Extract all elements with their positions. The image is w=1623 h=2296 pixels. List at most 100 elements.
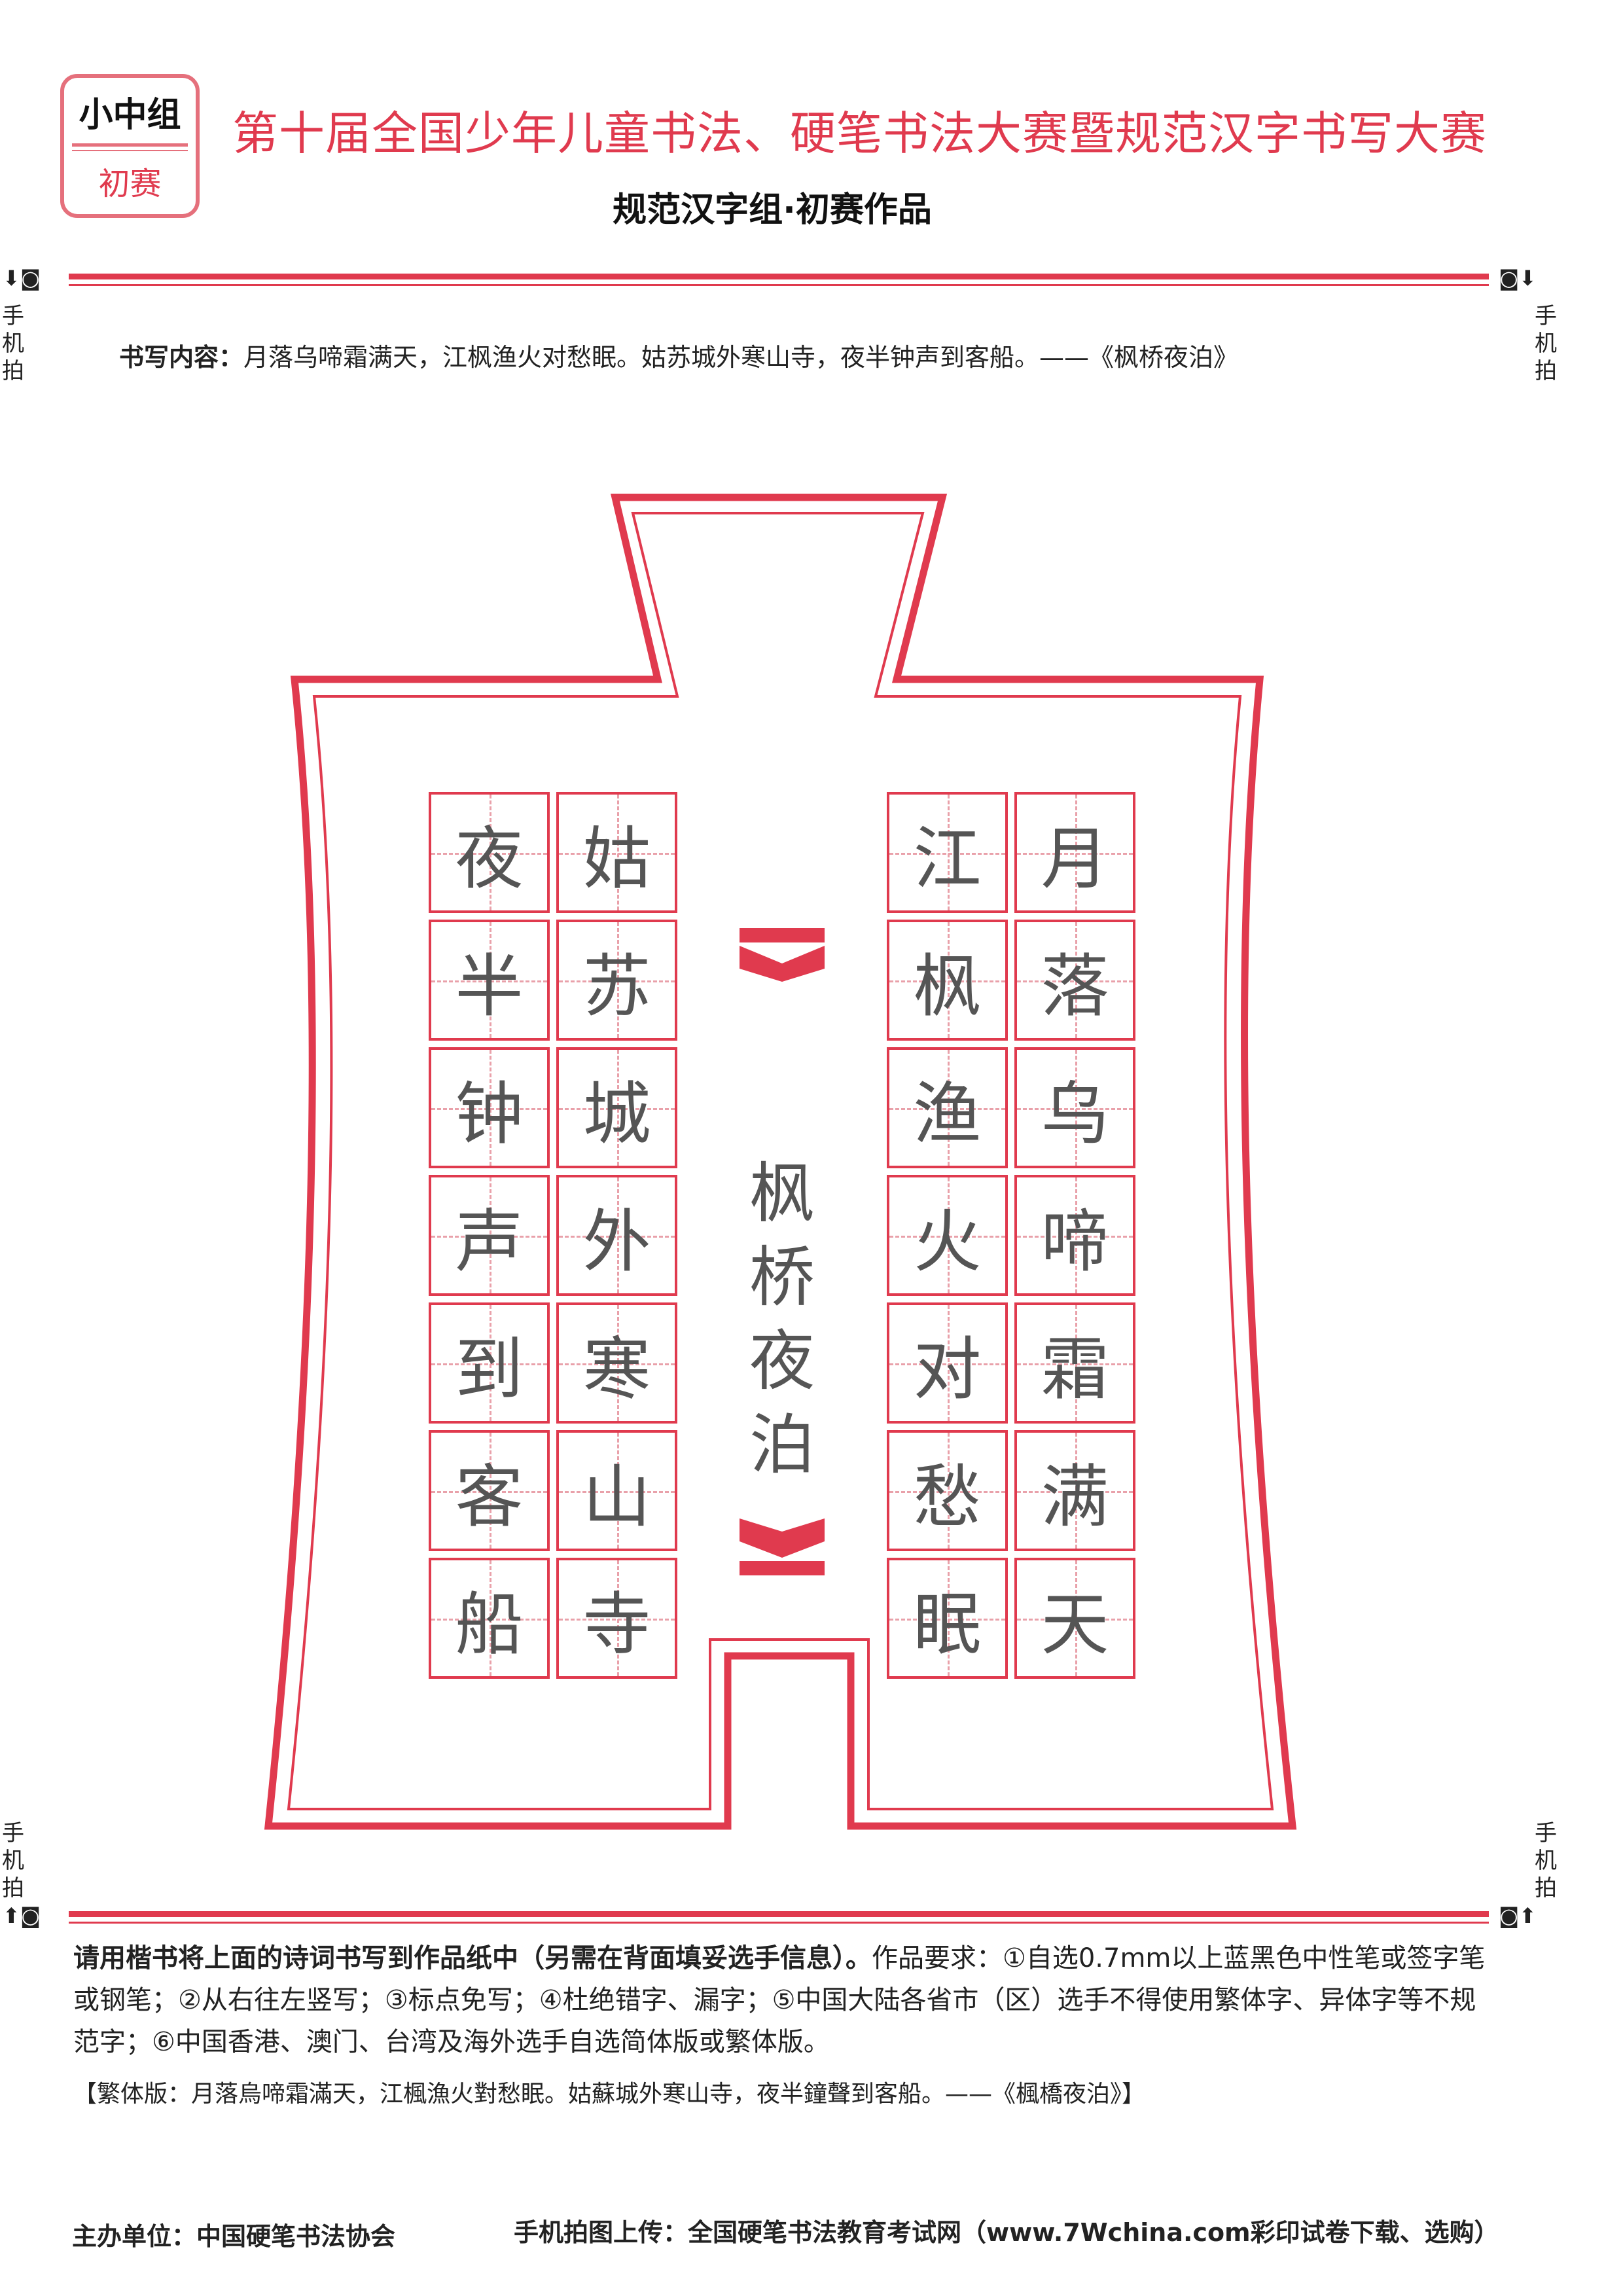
photo-hint-top-right-label: 手机拍 <box>1535 303 1557 384</box>
footer-upload: 手机拍图上传：全国硬笔书法教育考试网（www.7Wchina.com彩印试卷下载… <box>514 2218 1499 2247</box>
grid-guide-vertical <box>947 1177 950 1293</box>
handwritten-character: 满 <box>1041 1457 1109 1537</box>
photo-hint-top-left-label: 手机拍 <box>2 303 24 384</box>
grid-cell: 客 <box>429 1430 550 1551</box>
grid-guide-vertical <box>489 1305 491 1421</box>
footer-organizer: 主办单位：中国硬笔书法协会 <box>72 2222 396 2251</box>
grid-cell: 苏 <box>556 920 677 1041</box>
handwritten-character: 落 <box>1041 946 1109 1026</box>
grid-cell: 钟 <box>429 1047 550 1168</box>
handwritten-character: 姑 <box>582 819 651 899</box>
handwritten-character: 寺 <box>582 1585 651 1664</box>
handwritten-character: 到 <box>455 1329 524 1409</box>
writing-content-text: 月落乌啼霜满天，江枫渔火对愁眠。姑苏城外寒山寺，夜半钟声到客船。——《枫桥夜泊》 <box>243 343 1239 372</box>
handwritten-character: 霜 <box>1041 1329 1109 1409</box>
handwritten-character: 声 <box>455 1202 524 1282</box>
poem-title: 枫桥夜泊 <box>749 1155 815 1483</box>
grid-cell: 啼 <box>1014 1175 1135 1296</box>
grid-guide-vertical <box>616 922 619 1038</box>
camera-icon: ◙ <box>20 1903 41 1928</box>
grid-guide-vertical <box>616 795 619 910</box>
handwritten-character: 渔 <box>913 1074 982 1154</box>
grid-cell: 半 <box>429 920 550 1041</box>
grid-cell: 寒 <box>556 1302 677 1424</box>
handwritten-character: 啼 <box>1041 1202 1109 1282</box>
grid-guide-vertical <box>1075 1305 1077 1421</box>
grid-guide-vertical <box>489 1177 491 1293</box>
grid-cell: 寺 <box>556 1558 677 1679</box>
grid-guide-vertical <box>1075 1177 1077 1293</box>
grid-cell: 乌 <box>1014 1047 1135 1168</box>
badge-divider <box>72 143 188 147</box>
handwritten-character: 天 <box>1041 1585 1109 1664</box>
bottom-rule <box>69 1911 1489 1924</box>
ribbon-top-chevron <box>740 946 825 982</box>
badge-divider-thin <box>72 150 188 151</box>
grid-cell: 城 <box>556 1047 677 1168</box>
handwritten-character: 夜 <box>455 819 524 899</box>
arrow-up-icon: ⬆ <box>3 1903 20 1928</box>
grid-guide-vertical <box>1075 795 1077 910</box>
grid-cell: 对 <box>887 1302 1008 1424</box>
handwritten-character: 枫 <box>913 946 982 1026</box>
grid-guide-vertical <box>1075 1560 1077 1676</box>
grid-cell: 夜 <box>429 792 550 913</box>
instructions-requirements: 作品要求：①自选0.7mm以上蓝黑色中性笔或签字笔或钢笔；②从右往左竖写；③标点… <box>73 1943 1486 2057</box>
grid-cell: 渔 <box>887 1047 1008 1168</box>
badge-stage-label: 初赛 <box>98 166 162 202</box>
camera-icon: ◙ <box>20 266 41 291</box>
grid-cell: 落 <box>1014 920 1135 1041</box>
writing-content: 书写内容：月落乌啼霜满天，江枫渔火对愁眠。姑苏城外寒山寺，夜半钟声到客船。——《… <box>119 337 1238 373</box>
grid-cell: 天 <box>1014 1558 1135 1679</box>
handwritten-character: 乌 <box>1041 1074 1109 1154</box>
grid-cell: 声 <box>429 1175 550 1296</box>
photo-hint-top-left-icons: ⬇◙ <box>3 266 41 291</box>
grid-cell: 枫 <box>887 920 1008 1041</box>
grid-cell: 眠 <box>887 1558 1008 1679</box>
grid-cell: 船 <box>429 1558 550 1679</box>
handwritten-character: 江 <box>913 819 982 899</box>
grid-cell: 江 <box>887 792 1008 913</box>
grid-guide-vertical <box>1075 1433 1077 1549</box>
grid-guide-vertical <box>616 1050 619 1166</box>
grid-guide-vertical <box>489 1560 491 1676</box>
grid-cell: 火 <box>887 1175 1008 1296</box>
handwritten-character: 眠 <box>913 1585 982 1664</box>
handwritten-character: 月 <box>1041 819 1109 899</box>
photo-hint-bottom-left-icons: ⬆◙ <box>3 1903 41 1928</box>
arrow-up-icon: ⬆ <box>1519 1903 1537 1928</box>
handwritten-character: 对 <box>913 1329 982 1409</box>
grid-guide-vertical <box>616 1560 619 1676</box>
photo-hint-bottom-right-icons: ◙⬆ <box>1499 1903 1537 1928</box>
handwritten-character: 寒 <box>582 1329 651 1409</box>
handwritten-character: 山 <box>582 1457 651 1537</box>
handwritten-character: 苏 <box>582 946 651 1026</box>
handwritten-character: 愁 <box>913 1457 982 1537</box>
grid-cell: 霜 <box>1014 1302 1135 1424</box>
traditional-version: 【繁体版：月落烏啼霜滿天，江楓漁火對愁眠。姑蘇城外寒山寺，夜半鐘聲到客船。——《… <box>73 2081 1146 2108</box>
grid-cell: 山 <box>556 1430 677 1551</box>
grid-guide-vertical <box>489 1050 491 1166</box>
page-title: 第十届全国少年儿童书法、硬笔书法大赛暨规范汉字书写大赛 <box>232 107 1487 160</box>
grid-guide-vertical <box>616 1305 619 1421</box>
grid-guide-vertical <box>947 922 950 1038</box>
handwritten-character: 客 <box>455 1457 524 1537</box>
badge-group-label: 小中组 <box>79 96 181 135</box>
handwritten-character: 钟 <box>455 1074 524 1154</box>
grid-cell: 姑 <box>556 792 677 913</box>
handwritten-character: 城 <box>582 1074 651 1154</box>
instructions-lead: 请用楷书将上面的诗词书写到作品纸中（另需在背面填妥选手信息）。 <box>73 1943 872 1973</box>
camera-icon: ◙ <box>1499 266 1520 291</box>
handwritten-character: 外 <box>582 1202 651 1282</box>
arrow-down-icon: ⬇ <box>3 266 20 291</box>
handwritten-character: 半 <box>455 946 524 1026</box>
grid-guide-vertical <box>947 1433 950 1549</box>
writing-content-prefix: 书写内容： <box>119 343 244 372</box>
grid-guide-vertical <box>947 1305 950 1421</box>
handwritten-character: 火 <box>913 1202 982 1282</box>
grid-cell: 到 <box>429 1302 550 1424</box>
page-subtitle: 规范汉字组·初赛作品 <box>613 190 932 230</box>
ribbon-top-bar <box>740 928 825 942</box>
grid-guide-vertical <box>1075 922 1077 1038</box>
